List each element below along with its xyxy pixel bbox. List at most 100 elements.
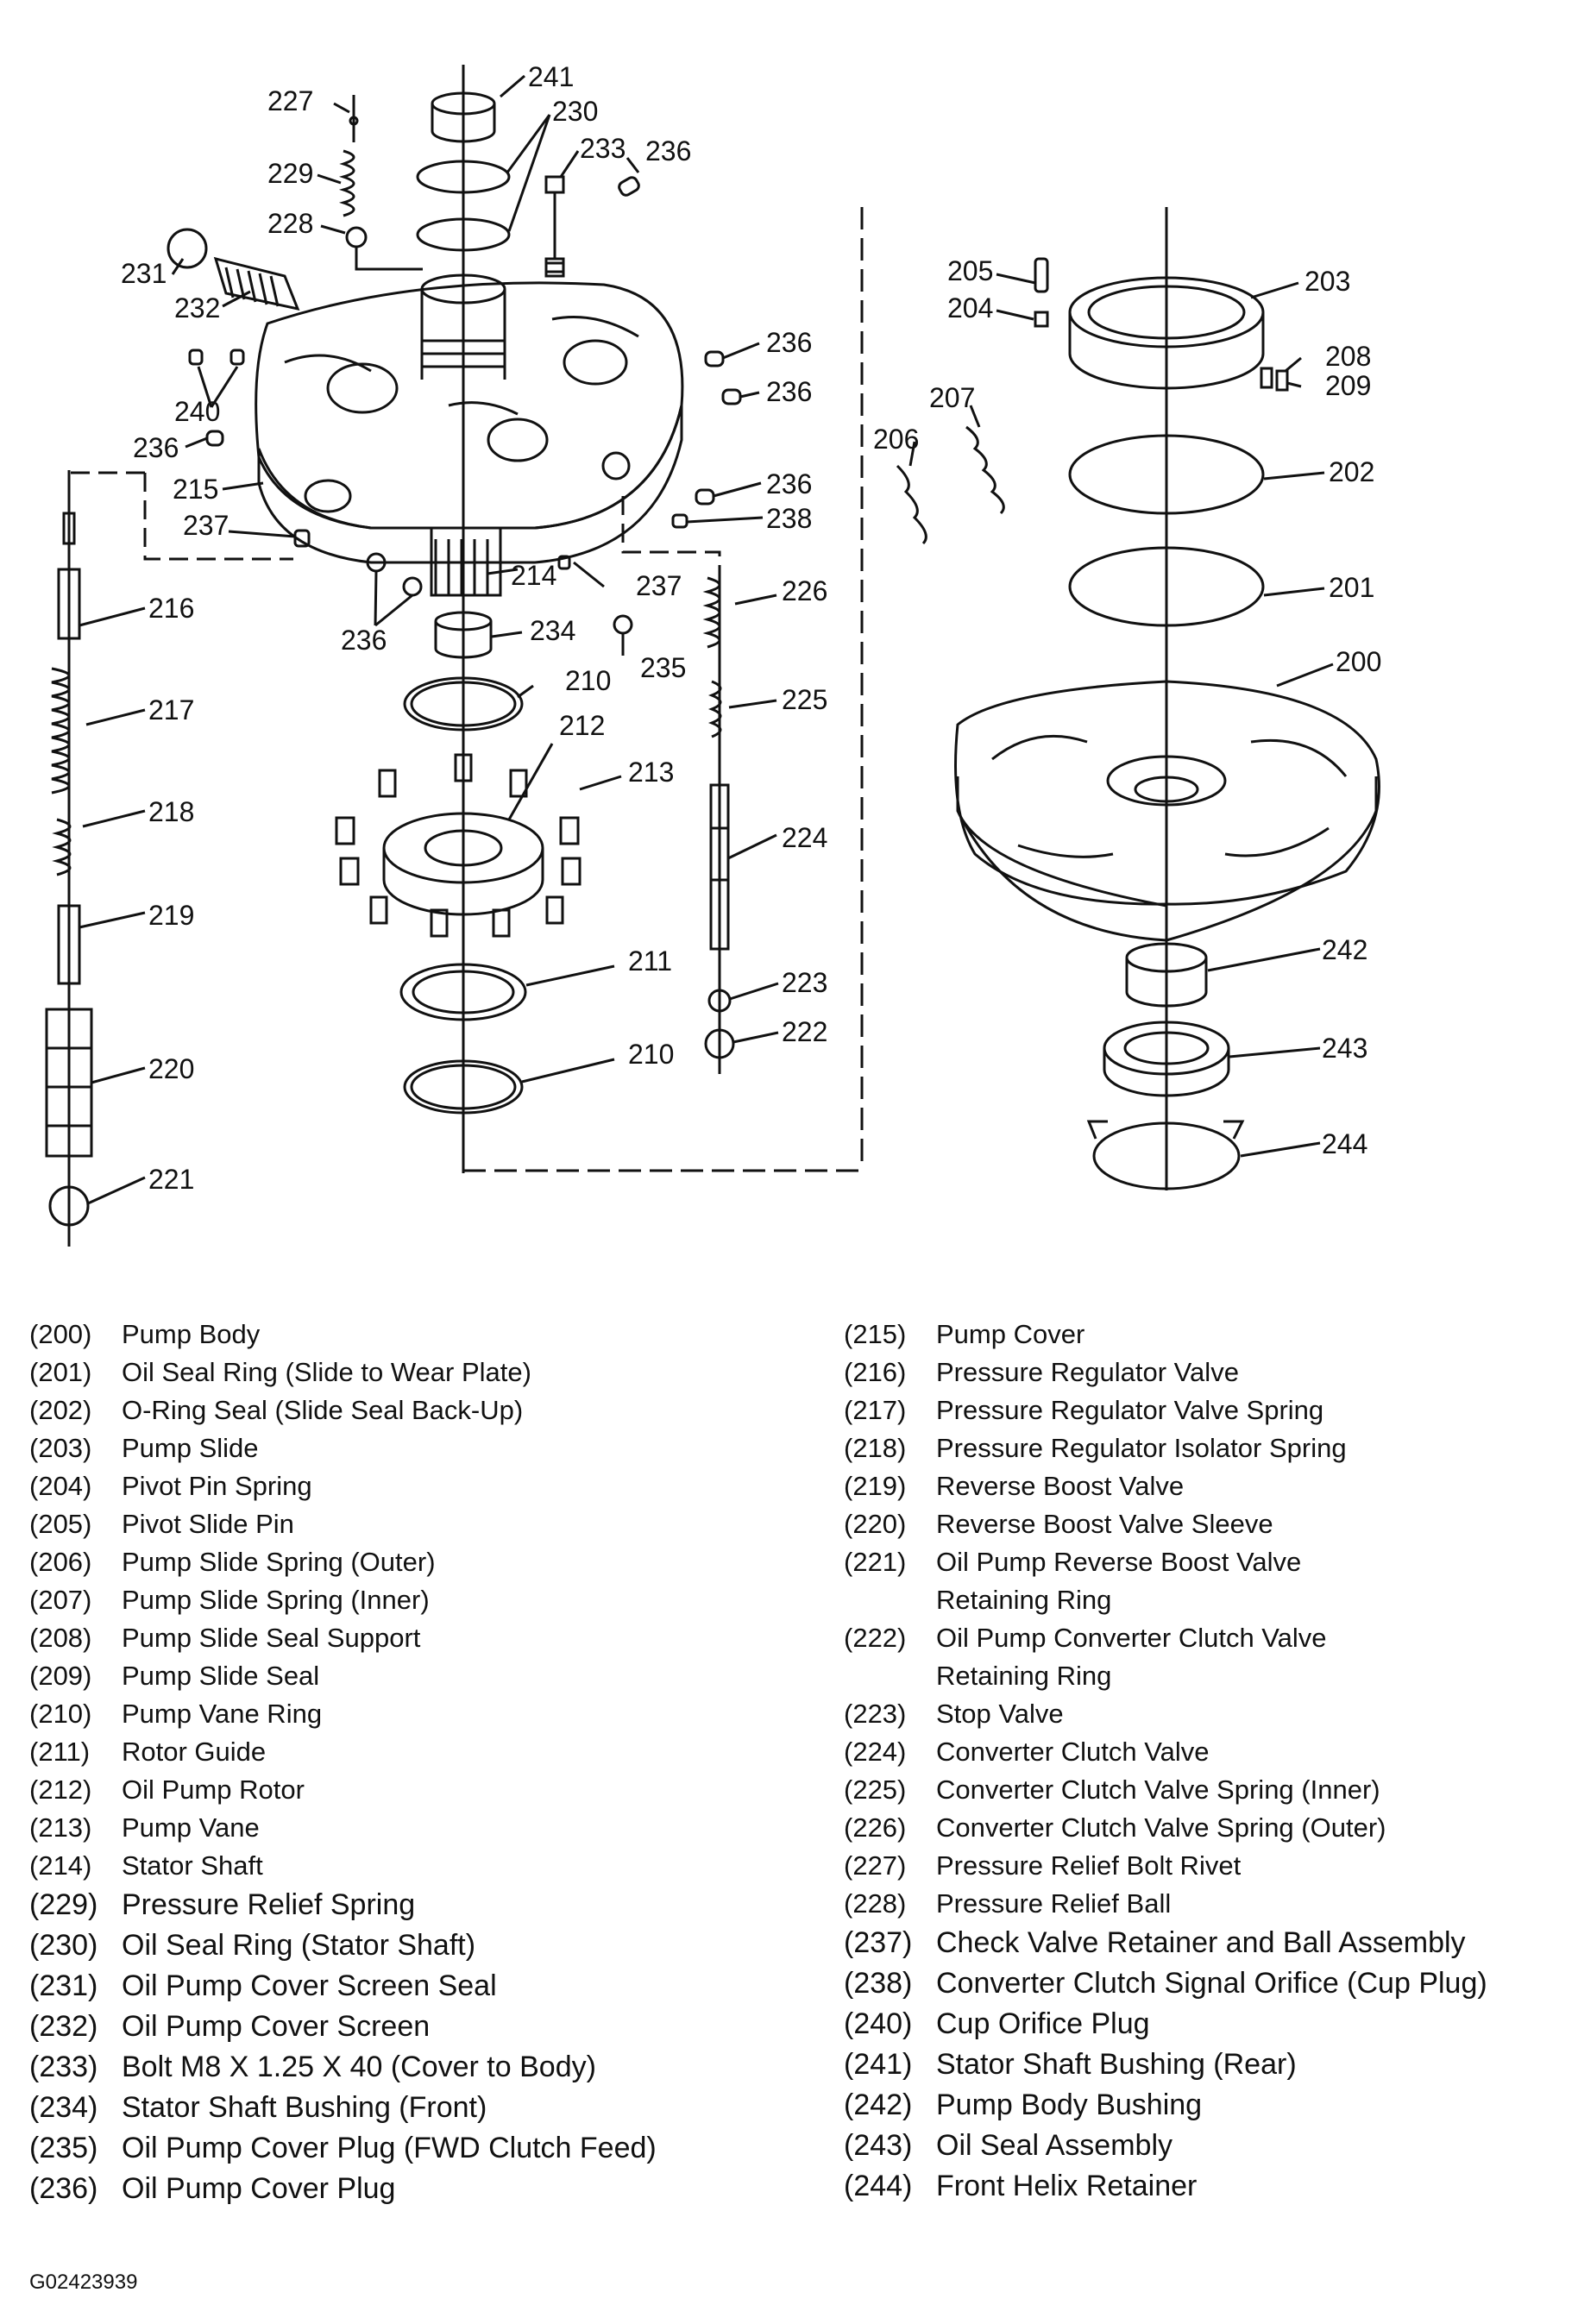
legend-item-description: Pressure Regulator Isolator Spring: [936, 1433, 1347, 1463]
legend-item-number: (219): [844, 1471, 907, 1501]
legend-item: (228)Pressure Relief Ball: [844, 1885, 1487, 1923]
legend-item-number: (214): [29, 1850, 92, 1881]
legend-item-description: Converter Clutch Signal Orifice (Cup Plu…: [936, 1967, 1487, 2000]
legend-item-description: Converter Clutch Valve Spring (Outer): [936, 1812, 1386, 1843]
legend-item: (224) Converter Clutch Valve: [844, 1733, 1487, 1771]
callout-217: 217: [148, 694, 194, 725]
legend-item-description: Pressure Regulator Valve: [936, 1357, 1239, 1387]
callout-209: 209: [1325, 370, 1371, 401]
callout-206: 206: [873, 424, 919, 455]
legend-item-number: (222): [844, 1623, 907, 1653]
callout-228: 228: [267, 208, 313, 239]
legend-left-column: (200) Pump Body (201)Oil Seal Ring (Slide …: [29, 1316, 657, 2209]
legend-item: (216) Pressure Regulator Valve: [844, 1354, 1487, 1391]
legend-item-number: (210): [29, 1699, 92, 1729]
legend-item: (223)Stop Valve: [844, 1695, 1487, 1733]
legend-item-number: (242): [844, 2088, 913, 2121]
legend-item-number: (202): [29, 1395, 92, 1425]
callout-236: 236: [766, 468, 812, 499]
legend-item-description: Oil Pump Reverse Boost Valve Retaining R…: [936, 1547, 1302, 1615]
legend-item-description: Converter Clutch Valve: [936, 1737, 1210, 1767]
legend-item-number: (240): [844, 2007, 913, 2040]
callout-231: 231: [121, 258, 167, 289]
legend-item-description: Reverse Boost Valve Sleeve: [936, 1509, 1273, 1539]
legend-item-description: Reverse Boost Valve: [936, 1471, 1185, 1501]
legend-item-number: (208): [29, 1623, 92, 1653]
callout-236: 236: [341, 625, 387, 656]
legend-item: (218)Pressure Regulator Isolator Spring: [844, 1429, 1487, 1467]
callout-236: 236: [133, 432, 179, 463]
callout-216: 216: [148, 593, 194, 624]
legend-right-column: (215)Pump Cover(216)Pressure Regulator V…: [844, 1316, 1487, 2207]
legend-item: (240) Cup Orifice Plug: [844, 2004, 1487, 2044]
legend-item: (236)Oil Pump Cover Plug: [29, 2169, 657, 2209]
callout-227: 227: [267, 85, 313, 116]
legend-item-description: Oil Pump Cover Screen Seal: [122, 1969, 497, 2002]
legend-item: (202)O-Ring Seal (Slide Seal Back-Up): [29, 1391, 657, 1429]
legend-item-number: (235): [29, 2132, 98, 2164]
callout-208: 208: [1325, 341, 1371, 372]
legend-item-number: (224): [844, 1737, 907, 1767]
callout-242: 242: [1322, 934, 1367, 965]
callout-200: 200: [1336, 646, 1381, 677]
legend-item-number: (228): [844, 1888, 907, 1919]
legend-item: (229) Pressure Relief Spring: [29, 1885, 657, 1925]
legend-item-number: (203): [29, 1433, 92, 1463]
legend-item-number: (209): [29, 1661, 92, 1691]
legend-item-number: (220): [844, 1509, 907, 1539]
legend-item-description: Pump Body Bushing: [936, 2088, 1203, 2121]
callout-241: 241: [528, 61, 574, 92]
legend-item-number: (221): [844, 1547, 907, 1577]
legend-item-number: (216): [844, 1357, 907, 1387]
legend-item-number: (232): [29, 2010, 98, 2043]
callout-235: 235: [640, 652, 686, 683]
legend-item: (201)Oil Seal Ring (Slide to Wear Plate): [29, 1354, 657, 1391]
callout-211: 211: [628, 945, 672, 977]
callout-225: 225: [782, 684, 827, 715]
legend-item-description: Stator Shaft: [122, 1850, 263, 1881]
legend-item-description: Oil Pump Converter Clutch Valve Retainin…: [936, 1623, 1327, 1691]
legend-item-number: (237): [844, 1926, 913, 1959]
legend-item-description: Pressure Relief Spring: [122, 1888, 416, 1921]
legend-item-description: Front Helix Retainer: [936, 2170, 1198, 2202]
callout-201: 201: [1329, 572, 1374, 603]
legend-item: (243)Oil Seal Assembly: [844, 2126, 1487, 2166]
callout-212: 212: [559, 710, 605, 741]
legend-item: (217)Pressure Regulator Valve Spring: [844, 1391, 1487, 1429]
legend-item-number: (229): [29, 1888, 98, 1921]
legend-item-description: Oil Pump Cover Plug: [122, 2172, 396, 2205]
callout-244: 244: [1322, 1128, 1367, 1159]
legend-item: (213)Pump Vane: [29, 1809, 657, 1847]
legend-item-description: Cup Orifice Plug: [936, 2007, 1150, 2040]
callout-207: 207: [929, 382, 975, 413]
legend-item: (222) Oil Pump Converter Clutch Valve Ret…: [844, 1619, 1487, 1695]
callout-236: 236: [766, 327, 812, 358]
legend-item: (203)Pump Slide: [29, 1429, 657, 1467]
callout-205: 205: [947, 255, 993, 286]
legend-item-number: (227): [844, 1850, 907, 1881]
callout-220: 220: [148, 1053, 194, 1084]
legend-item: (231)Oil Pump Cover Screen Seal: [29, 1966, 657, 2007]
legend-item-number: (200): [29, 1319, 92, 1349]
legend-item: (232) Oil Pump Cover Screen: [29, 2007, 657, 2047]
legend-item-number: (206): [29, 1547, 92, 1577]
callout-236: 236: [766, 376, 812, 407]
legend-item: (211)Rotor Guide: [29, 1733, 657, 1771]
legend-item-description: Bolt M8 X 1.25 X 40 (Cover to Body): [122, 2051, 596, 2083]
legend-item-description: Pressure Regulator Valve Spring: [936, 1395, 1324, 1425]
legend-item-description: Pressure Relief Bolt Rivet: [936, 1850, 1242, 1881]
legend-item-description: Pump Cover: [936, 1319, 1085, 1349]
legend-item-number: (213): [29, 1812, 92, 1843]
legend-item: (241)Stator Shaft Bushing (Rear): [844, 2044, 1487, 2085]
legend-item: (226)Converter Clutch Valve Spring (Oute…: [844, 1809, 1487, 1847]
callout-221: 221: [148, 1164, 194, 1195]
legend-item-number: (238): [844, 1967, 913, 2000]
legend-item-description: Oil Pump Cover Screen: [122, 2010, 431, 2043]
legend-item: (206)Pump Slide Spring (Outer): [29, 1543, 657, 1581]
legend-item: (235)Oil Pump Cover Plug (FWD Clutch Fee…: [29, 2128, 657, 2169]
legend-item-description: Oil Pump Rotor: [122, 1774, 305, 1805]
callout-226: 226: [782, 575, 827, 606]
callout-237: 237: [183, 510, 229, 541]
legend-item: (225)Converter Clutch Valve Spring (Inne…: [844, 1771, 1487, 1809]
legend-item-description: Pump Body: [122, 1319, 261, 1349]
